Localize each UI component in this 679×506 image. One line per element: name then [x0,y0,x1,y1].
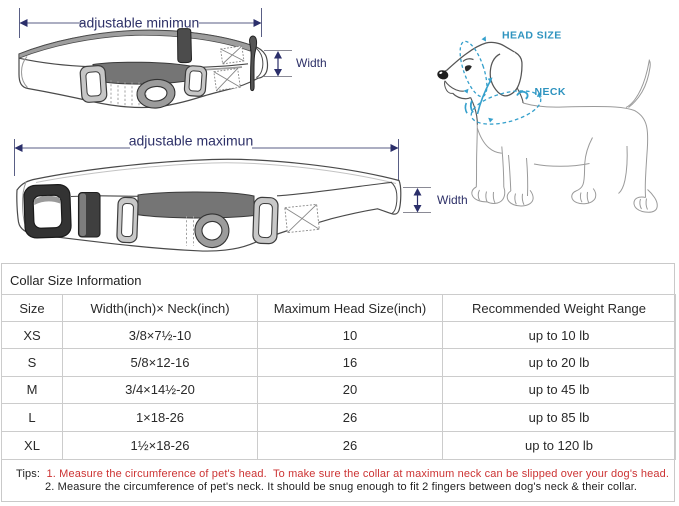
svg-text:adjustable minimun: adjustable minimun [79,15,200,31]
svg-text:NECK: NECK [535,86,566,98]
svg-text:Width: Width [296,56,327,70]
svg-text:adjustable maximun: adjustable maximun [129,133,254,149]
svg-text:HEAD SIZE: HEAD SIZE [502,30,562,42]
svg-text:Width: Width [437,193,468,207]
